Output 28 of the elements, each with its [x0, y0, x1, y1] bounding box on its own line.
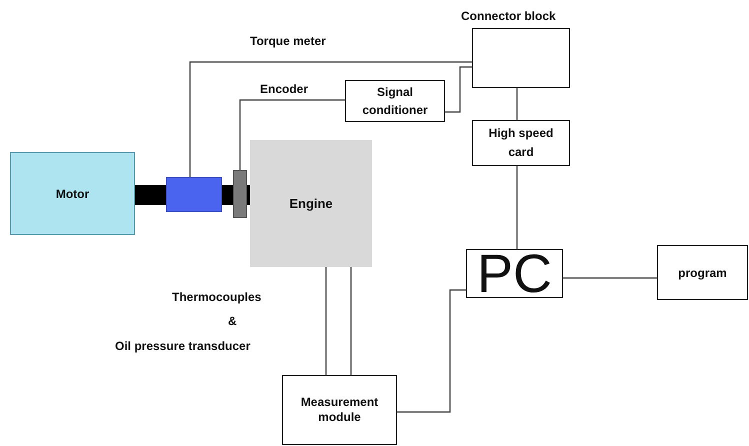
- connector-line: [350, 267, 352, 375]
- node-label: Signal conditioner: [361, 84, 429, 119]
- process-box: [657, 245, 748, 300]
- annotation-text: Thermocouples: [172, 289, 262, 306]
- process-box: [282, 375, 397, 445]
- node-label: PC: [476, 246, 552, 300]
- process-box: [472, 120, 570, 166]
- node-label: Motor: [56, 186, 90, 202]
- node-heading: Connector block: [461, 8, 556, 25]
- connector-line: [516, 166, 518, 249]
- connector-line: [516, 88, 518, 120]
- annotation-text: &: [228, 313, 237, 330]
- node-label: program: [678, 264, 727, 282]
- connector-line: [239, 99, 345, 170]
- connector-line: [325, 267, 327, 375]
- node-label: Measurement module: [300, 395, 380, 425]
- torque-meter-block: [166, 177, 222, 212]
- process-box: [345, 80, 445, 122]
- motor-box: [10, 152, 135, 235]
- connector-line: [189, 61, 472, 177]
- connector-line: [445, 66, 472, 113]
- node-label: High speed card: [488, 125, 554, 161]
- connector-line: [563, 277, 657, 279]
- engine-block: [250, 140, 372, 267]
- node-label: Engine: [289, 194, 333, 213]
- annotation-text: Oil pressure transducer: [115, 338, 250, 355]
- pc-box: [466, 249, 563, 298]
- connector-line: [397, 289, 466, 413]
